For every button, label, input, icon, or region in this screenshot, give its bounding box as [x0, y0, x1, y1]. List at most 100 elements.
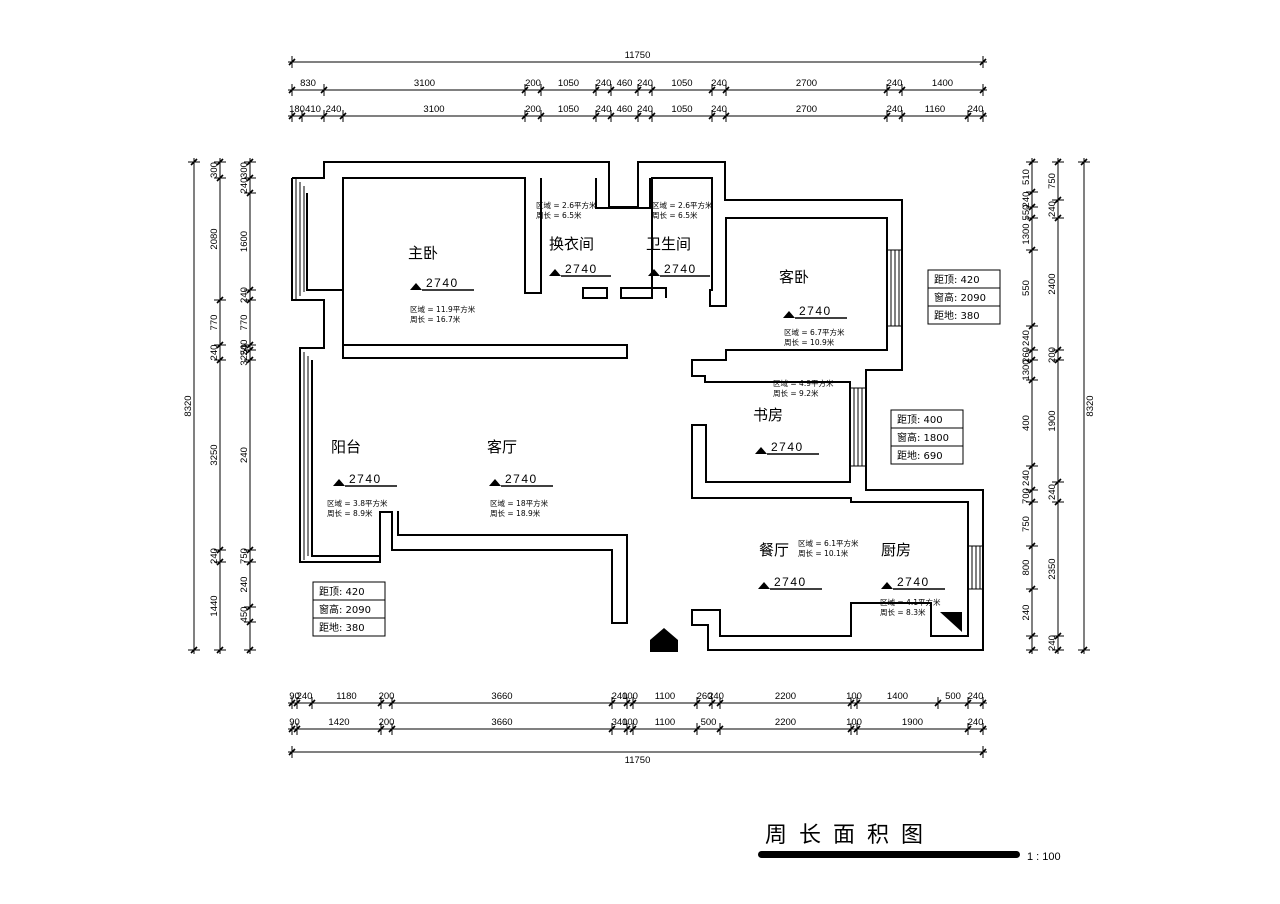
room-name: 书房	[753, 406, 783, 424]
room-name: 厨房	[881, 541, 911, 559]
dimension-value: 1100	[655, 691, 675, 702]
dimension-value: 11750	[625, 50, 651, 61]
dimension-value: 240	[209, 345, 220, 361]
outer-wall	[292, 161, 984, 651]
dimension-value: 300	[239, 162, 250, 178]
dimension-value: 100	[622, 717, 638, 728]
dimension-value: 450	[239, 607, 250, 623]
window-box-line: 距顶: 420	[934, 274, 980, 286]
room-name: 餐厅	[759, 541, 789, 559]
dimension-value: 200	[525, 78, 541, 89]
dimension-value: 240	[239, 340, 250, 356]
room-elevation: 2740	[774, 575, 807, 589]
dimension-value: 260	[1021, 347, 1032, 363]
dimension-value: 11750	[625, 755, 651, 766]
drawing-scale: 1 : 100	[1027, 851, 1061, 863]
room-perimeter: 周长 = 16.7米	[410, 314, 461, 324]
room-perimeter: 周长 = 8.3米	[880, 607, 926, 617]
dimension-value: 1400	[932, 78, 953, 89]
room-perimeter: 周长 = 10.1米	[798, 548, 849, 558]
dimension-value: 200	[525, 104, 541, 115]
dimension-value: 3660	[491, 691, 512, 702]
dimension-value: 1900	[1047, 410, 1058, 431]
dimension-value: 1100	[655, 717, 675, 728]
dimension-value: 100	[846, 691, 862, 702]
dimension-value: 240	[708, 691, 724, 702]
room-elevation: 2740	[897, 575, 930, 589]
dimension-value: 300	[209, 162, 220, 178]
dimension-value: 240	[1021, 605, 1032, 621]
room-area: 区域 = 6.1平方米	[798, 538, 859, 548]
dimension-value: 240	[637, 104, 653, 115]
dimension-value: 410	[305, 104, 321, 115]
window-box-line: 距顶: 400	[897, 414, 943, 426]
dimension-value: 2200	[775, 717, 796, 728]
dimension-value: 2700	[796, 78, 817, 89]
dimension-value: 1600	[239, 231, 250, 252]
dimension-value: 100	[846, 717, 862, 728]
dimension-value: 1900	[902, 717, 923, 728]
dim-bottom-overall: 11750	[288, 746, 987, 766]
dimension-value: 830	[300, 78, 316, 89]
dimension-value: 240	[968, 717, 984, 728]
room-elevation: 2740	[505, 472, 538, 486]
dimension-value: 500	[945, 691, 961, 702]
dim-top-overall: 11750	[288, 50, 987, 68]
elevation-marker-icon	[410, 283, 422, 290]
room-elevation: 2740	[426, 276, 459, 290]
window-box-frame	[312, 581, 386, 637]
dimension-value: 180	[289, 104, 305, 115]
dimension-value: 8320	[183, 395, 194, 416]
window-box-frame	[890, 409, 964, 465]
dimension-value: 460	[617, 78, 633, 89]
dimension-value: 240	[887, 78, 903, 89]
dimension-value: 3660	[491, 717, 512, 728]
dimension-value: 340	[612, 717, 628, 728]
room-elevation: 2740	[565, 262, 598, 276]
dimension-value: 240	[1047, 484, 1058, 500]
elevation-marker-icon	[881, 582, 893, 589]
window-box-line: 距地: 380	[934, 309, 980, 322]
elevation-marker-icon	[648, 269, 660, 276]
dimension-value: 200	[379, 691, 395, 702]
room-name: 阳台	[331, 438, 361, 456]
room-name: 客卧	[779, 268, 809, 286]
room-perimeter: 周长 = 10.9米	[784, 337, 835, 347]
dimension-value: 1180	[336, 691, 356, 702]
dimension-value: 1050	[671, 78, 692, 89]
dimension-value: 550	[1021, 205, 1032, 221]
room-area: 区域 = 2.6平方米	[536, 200, 597, 210]
dimension-value: 240	[297, 691, 313, 702]
elevation-marker-icon	[755, 447, 767, 454]
dimension-value: 100	[622, 691, 638, 702]
study-window	[849, 387, 867, 467]
dimension-value: 3250	[209, 444, 220, 465]
dimension-value: 240	[596, 104, 612, 115]
inner-wall-4	[311, 360, 380, 557]
window-box-line: 窗高: 1800	[897, 431, 949, 444]
dimension-value: 240	[887, 104, 903, 115]
room-area: 区域 = 18平方米	[490, 498, 549, 508]
dimension-value: 240	[1021, 470, 1032, 486]
dimension-value: 240	[239, 447, 250, 463]
room-perimeter: 周长 = 18.9米	[490, 508, 541, 518]
room-perimeter: 周长 = 6.5米	[652, 210, 698, 220]
dimension-value: 510	[1021, 169, 1032, 185]
title-underline	[758, 851, 1020, 858]
dimension-value: 90	[289, 691, 300, 702]
room-perimeter: 周长 = 6.5米	[536, 210, 582, 220]
room-area: 区域 = 4.1平方米	[880, 597, 941, 607]
